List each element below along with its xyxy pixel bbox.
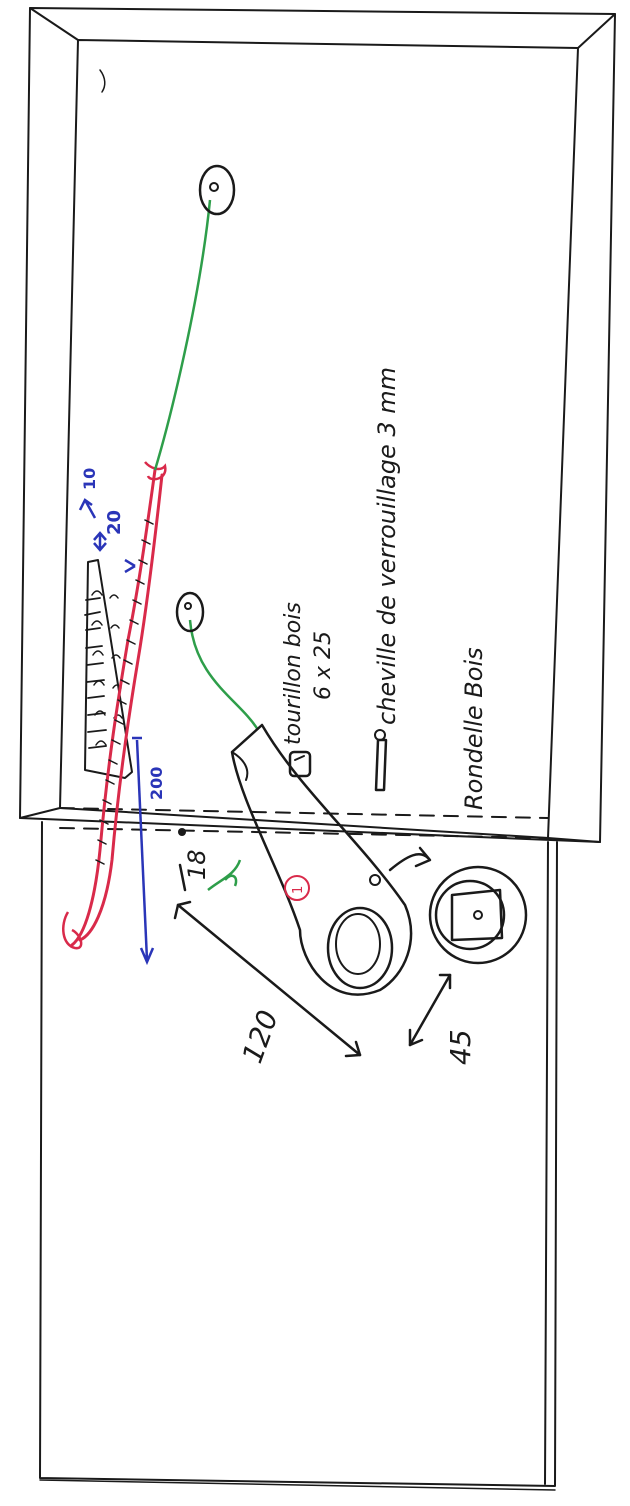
peg-label: cheville de verrouillage 3 mm [373, 367, 401, 725]
green-threads [153, 199, 260, 891]
peg-icon [374, 729, 388, 792]
dim-45: 45 [444, 1029, 477, 1065]
notched-rail [84, 559, 133, 779]
part-number-label: 1 [291, 886, 306, 894]
dim-18: 18 [183, 849, 211, 880]
black-dimensions: 120 45 18 [173, 828, 477, 1068]
pivot-screw-top [198, 164, 236, 216]
wooden-washer [428, 865, 528, 965]
box-frame [19, 7, 616, 843]
dowel-icon [288, 750, 312, 778]
dowel-label: tourillon bois [281, 602, 306, 745]
washer-label: Rondelle Bois [460, 647, 488, 810]
lower-box [39, 821, 558, 1491]
dim-10: 10 [80, 468, 99, 490]
dim-120: 120 [236, 1006, 285, 1068]
blue-dimensions: 200 20 10 [78, 468, 166, 966]
pivot-screw-middle [175, 591, 205, 633]
dim-200: 200 [147, 767, 166, 800]
dowel-size-label: 6 x 25 [311, 631, 336, 700]
lever-arm-part-1: 1 [230, 723, 413, 996]
red-cord [62, 461, 167, 950]
dim-20: 20 [104, 510, 125, 535]
